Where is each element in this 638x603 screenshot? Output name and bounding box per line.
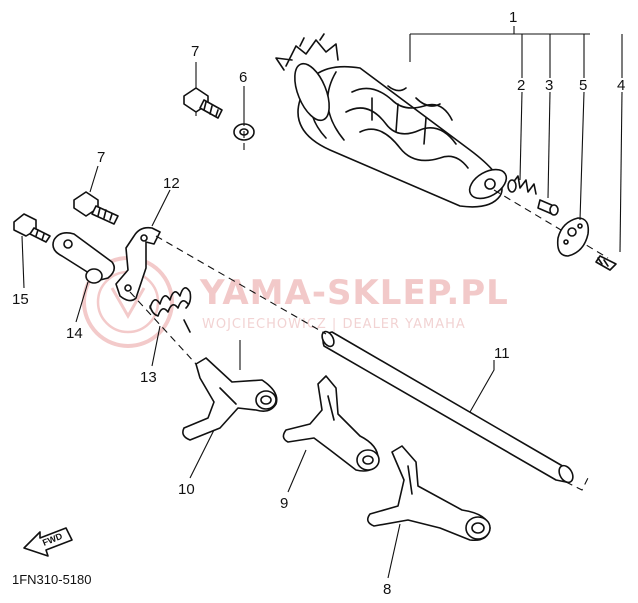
callout-7-upper: 7	[191, 43, 199, 60]
callout-10: 10	[178, 481, 195, 498]
bolt-7-lower	[73, 191, 119, 225]
bolt-15	[13, 213, 51, 243]
watermark: YAMA-SKLEP.PL WOJCIECHOWICZ | DEALER YAM…	[82, 256, 509, 348]
part-code: 1FN310-5180	[12, 572, 92, 587]
bolt-7-upper	[183, 87, 223, 119]
watermark-sub-text: WOJCIECHOWICZ | DEALER YAMAHA	[202, 317, 466, 332]
callout-6: 6	[239, 69, 247, 86]
shift-fork-10	[182, 357, 278, 441]
callout-9: 9	[280, 495, 288, 512]
shift-rod-11	[321, 330, 574, 484]
callout-14: 14	[66, 325, 83, 342]
shift-fork-8	[366, 445, 491, 542]
callout-15: 15	[12, 291, 29, 308]
callout-5: 5	[579, 77, 587, 94]
bracket-12	[115, 226, 161, 302]
drum-end-parts	[493, 175, 617, 271]
callout-13: 13	[140, 369, 157, 386]
callout-4: 4	[617, 77, 625, 94]
pin-3	[537, 199, 559, 216]
shift-fork-9	[282, 375, 380, 472]
callout-8: 8	[383, 581, 391, 598]
callout-11: 11	[494, 345, 510, 362]
screw-4	[595, 255, 617, 271]
fwd-arrow-icon: FWD	[23, 527, 73, 557]
callout-1: 1	[509, 9, 517, 26]
plate-5	[556, 217, 590, 257]
watermark-logo-mark-icon	[110, 287, 146, 320]
spring-13	[149, 287, 192, 333]
spring-2	[507, 175, 537, 195]
callout-3: 3	[545, 77, 553, 94]
shift-drum	[275, 33, 508, 208]
watermark-main-text: YAMA-SKLEP.PL	[199, 273, 509, 313]
callout-labels: 1 2 3 5 4 7 6 7 12 15 14 13 11 10 9 8	[12, 9, 625, 598]
stopper-lever-14	[52, 232, 116, 284]
callout-2: 2	[517, 77, 525, 94]
callout-7-lower: 7	[97, 149, 105, 166]
callout-12: 12	[163, 175, 180, 192]
assembly-lines	[129, 112, 589, 491]
leader-lines	[21, 26, 623, 579]
